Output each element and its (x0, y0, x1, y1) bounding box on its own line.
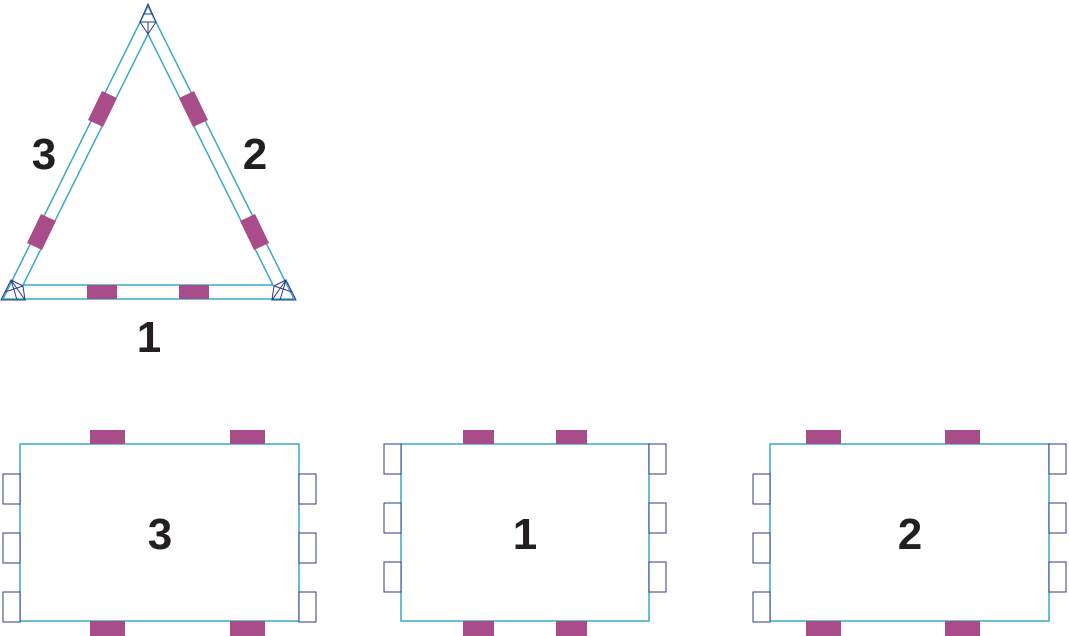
tab (556, 430, 587, 444)
slot (298, 473, 317, 505)
slot (1048, 502, 1067, 534)
triangle-corner-joints (0, 2, 297, 301)
panel-middle-label: 1 (513, 510, 537, 559)
triangle-label-bottom: 1 (137, 313, 161, 362)
triangle-tabs (27, 91, 269, 299)
corner-joint-top-detail (139, 13, 157, 35)
corner-joint-right (271, 279, 297, 301)
slot (648, 502, 667, 534)
slot (383, 561, 402, 593)
tab (230, 430, 265, 444)
slot (648, 561, 667, 593)
tab (556, 621, 587, 636)
triangle-outer-edge (1, 4, 296, 300)
slot (298, 591, 317, 623)
tab (90, 430, 125, 444)
tab-bottom-2 (179, 285, 209, 299)
corner-joint-left-detail (4, 279, 26, 301)
panel-right: 2 (752, 430, 1067, 636)
tab-left-2 (27, 214, 56, 250)
tab-right-1 (179, 91, 208, 127)
tab (463, 621, 494, 636)
slot (752, 473, 771, 505)
triangle-label-right: 2 (243, 130, 267, 179)
tab (806, 621, 841, 636)
triangle-assembly: 3 2 1 (0, 2, 297, 362)
tab-bottom-1 (87, 285, 117, 299)
panel-right-tabs (806, 430, 980, 636)
tab-right-2 (240, 214, 269, 250)
tab (806, 430, 841, 444)
panel-left: 3 (2, 430, 317, 636)
tab (945, 430, 980, 444)
slot (2, 532, 21, 564)
panel-left-side-slots (2, 473, 317, 623)
slot (752, 591, 771, 623)
panel-middle-side-slots (383, 443, 667, 593)
slot (752, 532, 771, 564)
panel-right-label: 2 (898, 510, 922, 559)
slot (383, 443, 402, 475)
slot (1048, 561, 1067, 593)
corner-joint-right-detail (271, 279, 293, 301)
tab (945, 621, 980, 636)
tab (90, 621, 125, 636)
slot (1048, 443, 1067, 475)
panel-middle-tabs (463, 430, 587, 636)
slot (298, 532, 317, 564)
slot (648, 443, 667, 475)
slot (383, 502, 402, 534)
panel-right-side-slots (752, 443, 1067, 623)
triangle-label-left: 3 (32, 130, 56, 179)
panel-left-label: 3 (148, 510, 172, 559)
panel-middle: 1 (383, 430, 667, 636)
panel-left-top-tabs (90, 430, 265, 636)
tab (230, 621, 265, 636)
tab (463, 430, 494, 444)
slot (2, 591, 21, 623)
triangle-inner-edge (21, 32, 275, 286)
tab-left-1 (88, 91, 117, 127)
corner-joint-left (0, 279, 26, 301)
slot (2, 473, 21, 505)
